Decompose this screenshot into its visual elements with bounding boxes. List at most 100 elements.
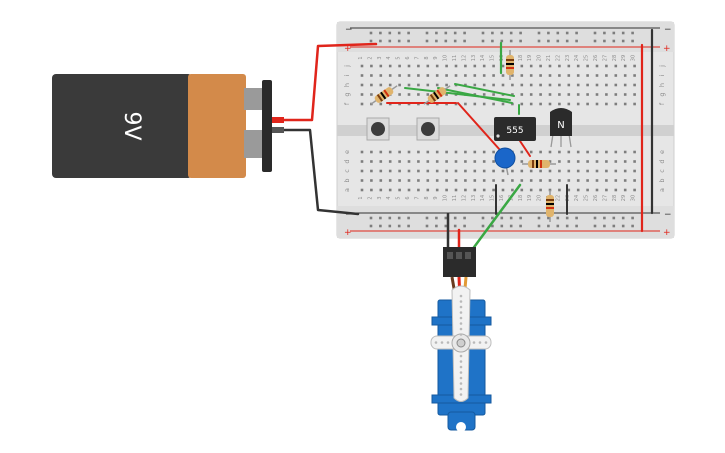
breadboard-hole xyxy=(623,93,627,96)
chip-label: 555 xyxy=(506,126,523,136)
breadboard-hole xyxy=(388,188,392,192)
breadboard-hole xyxy=(370,83,373,87)
rail-hole xyxy=(603,39,606,43)
breadboard-hole xyxy=(595,179,599,182)
breadboard-hole xyxy=(520,64,524,68)
breadboard-hole xyxy=(548,74,552,77)
breadboard-hole xyxy=(426,150,430,154)
resistor-2 xyxy=(423,85,451,105)
breadboard-hole xyxy=(407,169,411,173)
breadboard-hole xyxy=(623,64,627,68)
breadboard-hole xyxy=(586,179,589,182)
breadboard-hole xyxy=(445,64,448,68)
row-letter-top: j xyxy=(658,65,666,68)
breadboard-hole xyxy=(445,169,448,173)
breadboard-hole xyxy=(595,188,599,192)
breadboard-hole xyxy=(558,102,561,106)
breadboard-hole xyxy=(398,169,401,173)
breadboard-hole xyxy=(605,188,608,192)
breadboard-hole xyxy=(398,74,401,77)
breadboard-hole xyxy=(370,64,373,68)
breadboard-hole xyxy=(482,160,486,163)
rail-hole xyxy=(519,224,522,228)
breadboard-hole xyxy=(388,169,392,173)
breadboard-hole xyxy=(482,83,486,87)
rail-hole xyxy=(379,216,382,220)
column-number-bottom: 4 xyxy=(386,196,392,199)
rail-hole xyxy=(379,39,382,43)
breadboard-hole xyxy=(454,74,458,77)
horn-hole xyxy=(459,376,463,380)
breadboard-hole xyxy=(529,83,533,87)
breadboard-hole xyxy=(482,64,486,68)
breadboard-hole xyxy=(379,74,383,77)
rail-hole xyxy=(435,31,438,35)
breadboard-hole xyxy=(426,64,430,68)
breadboard-hole xyxy=(558,169,561,173)
rail-hole xyxy=(388,224,392,228)
rail-plus-top-left: + xyxy=(344,44,352,54)
breadboard-hole xyxy=(464,179,467,182)
rail-hole xyxy=(369,224,373,228)
rail-hole xyxy=(388,216,392,220)
breadboard-hole xyxy=(492,179,495,182)
rail-hole xyxy=(612,31,616,35)
rail-hole xyxy=(444,31,448,35)
rail-hole xyxy=(407,31,410,35)
breadboard-hole xyxy=(407,74,411,77)
horn-hole xyxy=(472,341,476,344)
green-wire-c xyxy=(404,87,511,101)
breadboard-hole xyxy=(614,160,618,163)
row-letter-top: f xyxy=(343,102,351,105)
rail-hole xyxy=(537,216,541,220)
horn-hole xyxy=(459,360,463,363)
breadboard-hole xyxy=(464,169,467,173)
rail-hole xyxy=(481,216,485,220)
resistor-4 xyxy=(522,160,556,168)
breadboard-hole xyxy=(567,83,571,87)
breadboard-hole xyxy=(623,150,627,154)
rail-hole xyxy=(453,31,457,35)
breadboard-hole xyxy=(492,150,495,154)
pushbutton-2 xyxy=(416,117,440,141)
breadboard-hole xyxy=(558,179,561,182)
column-number-top: 7 xyxy=(414,56,420,59)
horn-hole xyxy=(459,333,463,336)
breadboard-hole xyxy=(379,169,383,173)
rail-hole xyxy=(612,39,616,43)
breadboard-hole xyxy=(614,74,618,77)
breadboard-hole xyxy=(623,74,627,77)
breadboard-hole xyxy=(520,160,524,163)
column-number-bottom: 3 xyxy=(377,196,383,199)
column-number-top: 27 xyxy=(602,55,608,61)
rail-hole xyxy=(369,31,373,35)
breadboard-hole xyxy=(370,93,373,96)
breadboard-hole xyxy=(586,64,589,68)
rail-hole xyxy=(565,216,569,220)
column-number-top: 20 xyxy=(537,55,543,61)
column-number-top: 21 xyxy=(546,55,552,61)
breadboard-hole xyxy=(407,93,411,96)
row-letter-bottom: c xyxy=(658,169,666,173)
breadboard-hole xyxy=(529,169,533,173)
row-letter-top: i xyxy=(343,74,351,76)
column-number-top: 3 xyxy=(377,56,383,59)
breadboard-hole xyxy=(595,102,599,106)
rail-hole xyxy=(556,216,560,220)
rail-hole xyxy=(547,31,550,35)
breadboard-hole xyxy=(539,74,542,77)
rail-minus-bottom-right: − xyxy=(664,210,672,220)
column-number-bottom: 5 xyxy=(396,196,402,199)
rail-hole xyxy=(631,39,634,43)
rail-hole xyxy=(369,216,373,220)
row-letter-top: h xyxy=(343,83,351,87)
rail-hole xyxy=(556,31,560,35)
breadboard-hole xyxy=(379,150,383,154)
breadboard-hole xyxy=(426,160,430,163)
breadboard-hole xyxy=(388,179,392,182)
breadboard-hole xyxy=(501,83,505,87)
breadboard-hole xyxy=(501,188,505,192)
breadboard-hole xyxy=(407,160,411,163)
rail-hole xyxy=(509,39,513,43)
column-number-bottom: 8 xyxy=(424,196,430,199)
